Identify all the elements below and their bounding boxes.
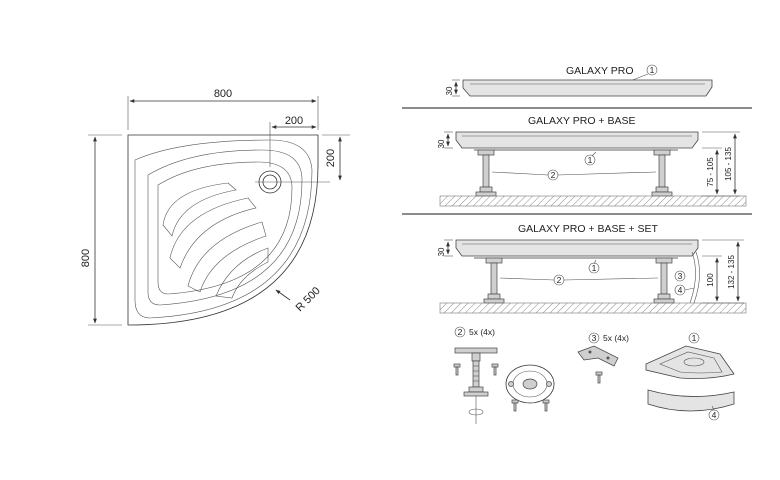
part-screw-right (491, 363, 499, 376)
section3-floor (439, 302, 747, 314)
section3-callout-4: 4 (678, 285, 683, 295)
part-screw-left (453, 363, 461, 376)
section3-title: GALAXY PRO + BASE + SET (518, 223, 658, 235)
section1-tray (462, 79, 713, 97)
section2-callout-1: 1 (588, 155, 593, 165)
section2-callout-2: 2 (551, 170, 556, 180)
section3-leg-right (653, 257, 675, 304)
plan-drain-offset-y: 200 (325, 149, 337, 167)
plan-drain-offset-x: 200 (285, 115, 303, 127)
plan-rim-line (134, 139, 313, 319)
section-galaxy-pro-base: GALAXY PRO + BASE 2 1 (437, 115, 747, 207)
part-base-screw-right (542, 399, 550, 412)
section2-leg-left (475, 149, 497, 197)
section3-callout-2: 2 (557, 275, 562, 285)
section2-title: GALAXY PRO + BASE (528, 115, 635, 127)
part-bracket-callout: 3 (592, 333, 597, 343)
part-bracket: 3 5x (4x) (577, 332, 629, 384)
section3-thickness: 30 (437, 247, 446, 256)
section1-title: GALAXY PRO (566, 65, 634, 77)
section2-floor (439, 195, 747, 207)
section1-callout-1: 1 (650, 65, 655, 75)
part-tray-callout: 1 (692, 333, 697, 343)
part-panel-callout: 4 (712, 410, 717, 420)
section2-tray (455, 131, 699, 149)
plan-width-dim: 800 (214, 88, 232, 100)
plan-view: 800 800 200 200 R 500 (80, 88, 350, 326)
section-galaxy-pro: GALAXY PRO 1 30 (445, 64, 713, 97)
section2-leg-range: 75 - 105 (706, 157, 715, 187)
section3-leg-left (483, 257, 505, 304)
plan-radius-label: R 500 (294, 285, 323, 314)
part-base-screw-left (511, 399, 519, 412)
section3-leg-height: 100 (706, 273, 715, 287)
part-leg-qty: 5x (4x) (469, 327, 495, 337)
part-panel (647, 389, 735, 412)
section2-leg-right (651, 149, 673, 197)
section2-total-range: 105 - 135 (724, 147, 733, 181)
plan-ribs (162, 182, 269, 299)
part-leg-assembly: 2 5x (4x) (453, 326, 555, 424)
part-base-zoom (505, 364, 555, 404)
section3-panel (689, 251, 696, 304)
section2-thickness: 30 (437, 139, 446, 148)
section-galaxy-pro-base-set: GALAXY PRO + BASE + SET 2 1 (437, 223, 747, 314)
plan-height-dim: 800 (80, 249, 92, 267)
section3-callout-1: 1 (592, 263, 597, 273)
plan-basin (147, 149, 303, 306)
section3-callout-3: 3 (678, 271, 683, 281)
part-tray-panel: 1 4 (645, 332, 735, 421)
section3-tray (455, 239, 699, 257)
part-leg-callout: 2 (458, 327, 463, 337)
part-bracket-qty: 5x (4x) (603, 333, 629, 343)
plan-tray-outline (127, 134, 319, 326)
section1-thickness: 30 (445, 86, 454, 95)
plan-basin-inner (157, 161, 293, 295)
section3-total-range: 132 - 135 (727, 255, 736, 289)
